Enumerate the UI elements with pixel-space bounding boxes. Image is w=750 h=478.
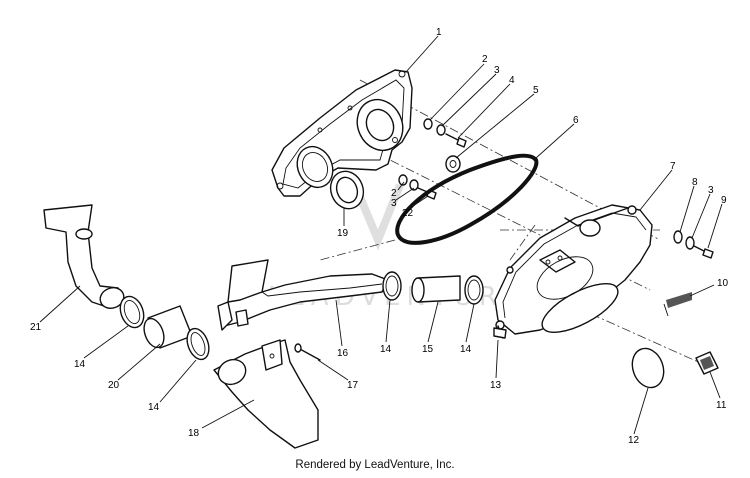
gasket-disc-12 (631, 347, 665, 389)
callout-13: 13 (490, 380, 502, 391)
air-duct-16 (217, 259, 389, 331)
leader-lines (39, 35, 723, 435)
callout-17: 17 (347, 380, 359, 391)
washer-bolt-right (673, 230, 714, 259)
callout-3b: 3 (708, 185, 714, 196)
callout-2: 2 (482, 54, 488, 65)
callout-20: 20 (108, 380, 120, 391)
callout-10: 10 (717, 278, 729, 289)
callout-21: 21 (30, 322, 42, 333)
coupler-15 (382, 271, 484, 305)
callout-22: 22 (402, 208, 414, 219)
washer-bolt-upper (423, 118, 467, 173)
callout-14c: 14 (148, 402, 160, 413)
screw-17 (294, 343, 321, 361)
callout-15: 15 (422, 344, 434, 355)
callout-1: 1 (436, 27, 442, 38)
callout-7: 7 (670, 161, 676, 172)
callout-6: 6 (573, 115, 579, 126)
washer-bolt-lower (398, 174, 437, 200)
decal-10 (663, 292, 692, 317)
callout-labels: 1 2 3 4 5 6 7 8 3 9 10 11 12 13 14 15 14… (30, 27, 729, 446)
callout-4: 4 (509, 75, 515, 86)
callout-8: 8 (692, 177, 698, 188)
callout-5: 5 (533, 85, 539, 96)
decal-11 (695, 351, 719, 375)
callout-3c: 3 (391, 198, 397, 209)
callout-3: 3 (494, 65, 500, 76)
callout-18: 18 (188, 428, 200, 439)
clamp-sleeve-left (119, 295, 210, 361)
callout-14b: 14 (380, 344, 392, 355)
callout-12: 12 (628, 435, 640, 446)
callout-14a: 14 (460, 344, 472, 355)
callout-2b: 2 (391, 188, 397, 199)
outer-clutch-cover (494, 204, 653, 339)
callout-16: 16 (337, 348, 349, 359)
intake-elbow-21 (43, 204, 125, 309)
callout-14d: 14 (74, 359, 86, 370)
rendered-by-caption: Rendered by LeadVenture, Inc. (295, 459, 455, 471)
inner-cover-plate (271, 69, 413, 197)
fastener-13 (493, 327, 507, 339)
drive-belt (395, 153, 539, 245)
lower-duct-18 (213, 339, 319, 449)
callout-11: 11 (716, 400, 727, 411)
callout-9: 9 (721, 195, 727, 206)
callout-19: 19 (337, 228, 349, 239)
seal-19 (329, 170, 365, 210)
